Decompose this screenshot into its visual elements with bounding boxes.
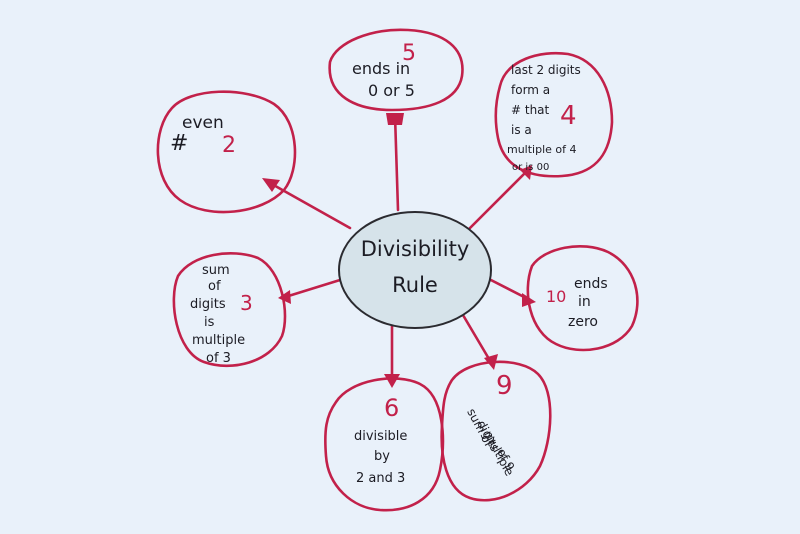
node-four-text-3: # that bbox=[511, 103, 550, 117]
bubble-nine bbox=[440, 360, 552, 502]
node-nine: 9 sum of digits multiple of 9 bbox=[464, 371, 517, 478]
node-two-text-2: # bbox=[170, 131, 188, 156]
node-five-number: 5 bbox=[402, 41, 416, 66]
node-six-number: 6 bbox=[384, 394, 399, 422]
arrowhead-three bbox=[278, 290, 291, 304]
node-ten-text-2: in bbox=[578, 294, 591, 310]
node-four: last 2 digits form a # that 4 is a multi… bbox=[507, 63, 581, 173]
connector-three bbox=[280, 278, 342, 300]
node-ten: ends 10 in zero bbox=[546, 276, 608, 330]
node-two-number: 2 bbox=[222, 133, 236, 158]
node-ten-number: 10 bbox=[546, 287, 566, 306]
node-six: 6 divisible by 2 and 3 bbox=[354, 394, 407, 486]
bubble-five bbox=[328, 28, 464, 112]
node-two: even # 2 bbox=[170, 113, 236, 158]
connector-two bbox=[268, 181, 352, 230]
arrowhead-two bbox=[262, 178, 280, 192]
node-ten-text-3: zero bbox=[568, 314, 598, 330]
center-bubble bbox=[338, 211, 492, 329]
node-four-text-5: multiple of 4 bbox=[507, 143, 577, 156]
node-four-text-1: last 2 digits bbox=[511, 63, 581, 77]
node-six-text-1: divisible bbox=[354, 429, 407, 444]
node-three-text-5: multiple bbox=[192, 333, 245, 348]
center-title-line2: Rule bbox=[392, 273, 438, 297]
arrowhead-six bbox=[384, 374, 400, 388]
node-four-text-2: form a bbox=[511, 83, 550, 97]
node-three-number: 3 bbox=[240, 291, 253, 315]
bubble-three bbox=[172, 252, 287, 368]
node-two-text-1: even bbox=[182, 113, 224, 133]
node-five-text-1: ends in bbox=[352, 59, 410, 78]
connector-four bbox=[468, 168, 530, 230]
node-three-text-6: of 3 bbox=[206, 351, 231, 366]
node-three: sum of digits 3 is multiple of 3 bbox=[190, 263, 253, 366]
connector-five bbox=[393, 113, 400, 212]
node-six-text-2: by bbox=[374, 449, 390, 464]
center-title-line1: Divisibility bbox=[361, 237, 470, 261]
node-five-text-2: 0 or 5 bbox=[368, 81, 415, 100]
bubbles bbox=[156, 28, 639, 512]
node-ten-text-1: ends bbox=[574, 276, 608, 292]
node-three-text-4: is bbox=[204, 315, 215, 330]
node-four-text-6: or is 00 bbox=[512, 162, 549, 173]
connector-nine bbox=[458, 308, 494, 366]
arrowhead-five bbox=[386, 113, 404, 125]
node-three-text-1: sum bbox=[202, 263, 230, 278]
node-three-text-2: of bbox=[208, 279, 221, 294]
node-four-number: 4 bbox=[560, 101, 577, 131]
node-three-text-3: digits bbox=[190, 297, 226, 312]
node-six-text-3: 2 and 3 bbox=[356, 471, 405, 486]
bubble-six bbox=[324, 377, 445, 512]
bubble-two bbox=[156, 90, 297, 214]
bubble-ten bbox=[526, 245, 639, 352]
bubble-four bbox=[494, 51, 614, 178]
node-five: 5 ends in 0 or 5 bbox=[352, 41, 416, 100]
node-four-text-4: is a bbox=[511, 123, 532, 137]
node-nine-number: 9 bbox=[496, 371, 513, 401]
